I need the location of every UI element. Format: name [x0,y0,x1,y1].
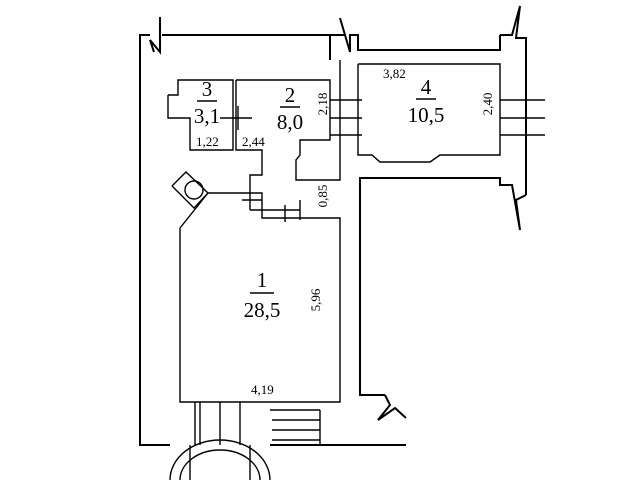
room-3-number: 3 [202,77,213,101]
room-3-area: 3,1 [194,104,220,128]
room-4-area: 10,5 [408,103,445,127]
dim-room3-width: 1,22 [196,134,219,149]
room-2-label: 2 8,0 [277,83,303,134]
dim-room2-height: 2,18 [315,93,330,116]
room-3-label: 3 3,1 [194,77,220,128]
dim-room1-height: 5,96 [308,288,323,311]
room-2-number: 2 [285,83,296,107]
room-4-label: 4 10,5 [408,75,445,127]
dim-passage: 0,85 [315,185,330,208]
dim-room4-width: 3,82 [383,66,406,81]
room-1-area: 28,5 [244,298,281,322]
room-2-area: 8,0 [277,110,303,134]
dim-room4-height: 2,40 [480,93,495,116]
outer-walls [139,5,527,446]
room-4-number: 4 [421,75,432,99]
door-marks [220,99,545,222]
dim-room1-width: 4,19 [251,382,274,397]
corner-fixture [171,171,209,210]
room-1-label: 1 28,5 [244,268,281,322]
entrance [169,402,321,480]
dim-room2-width: 2,44 [242,134,265,149]
room-1-number: 1 [257,268,268,292]
